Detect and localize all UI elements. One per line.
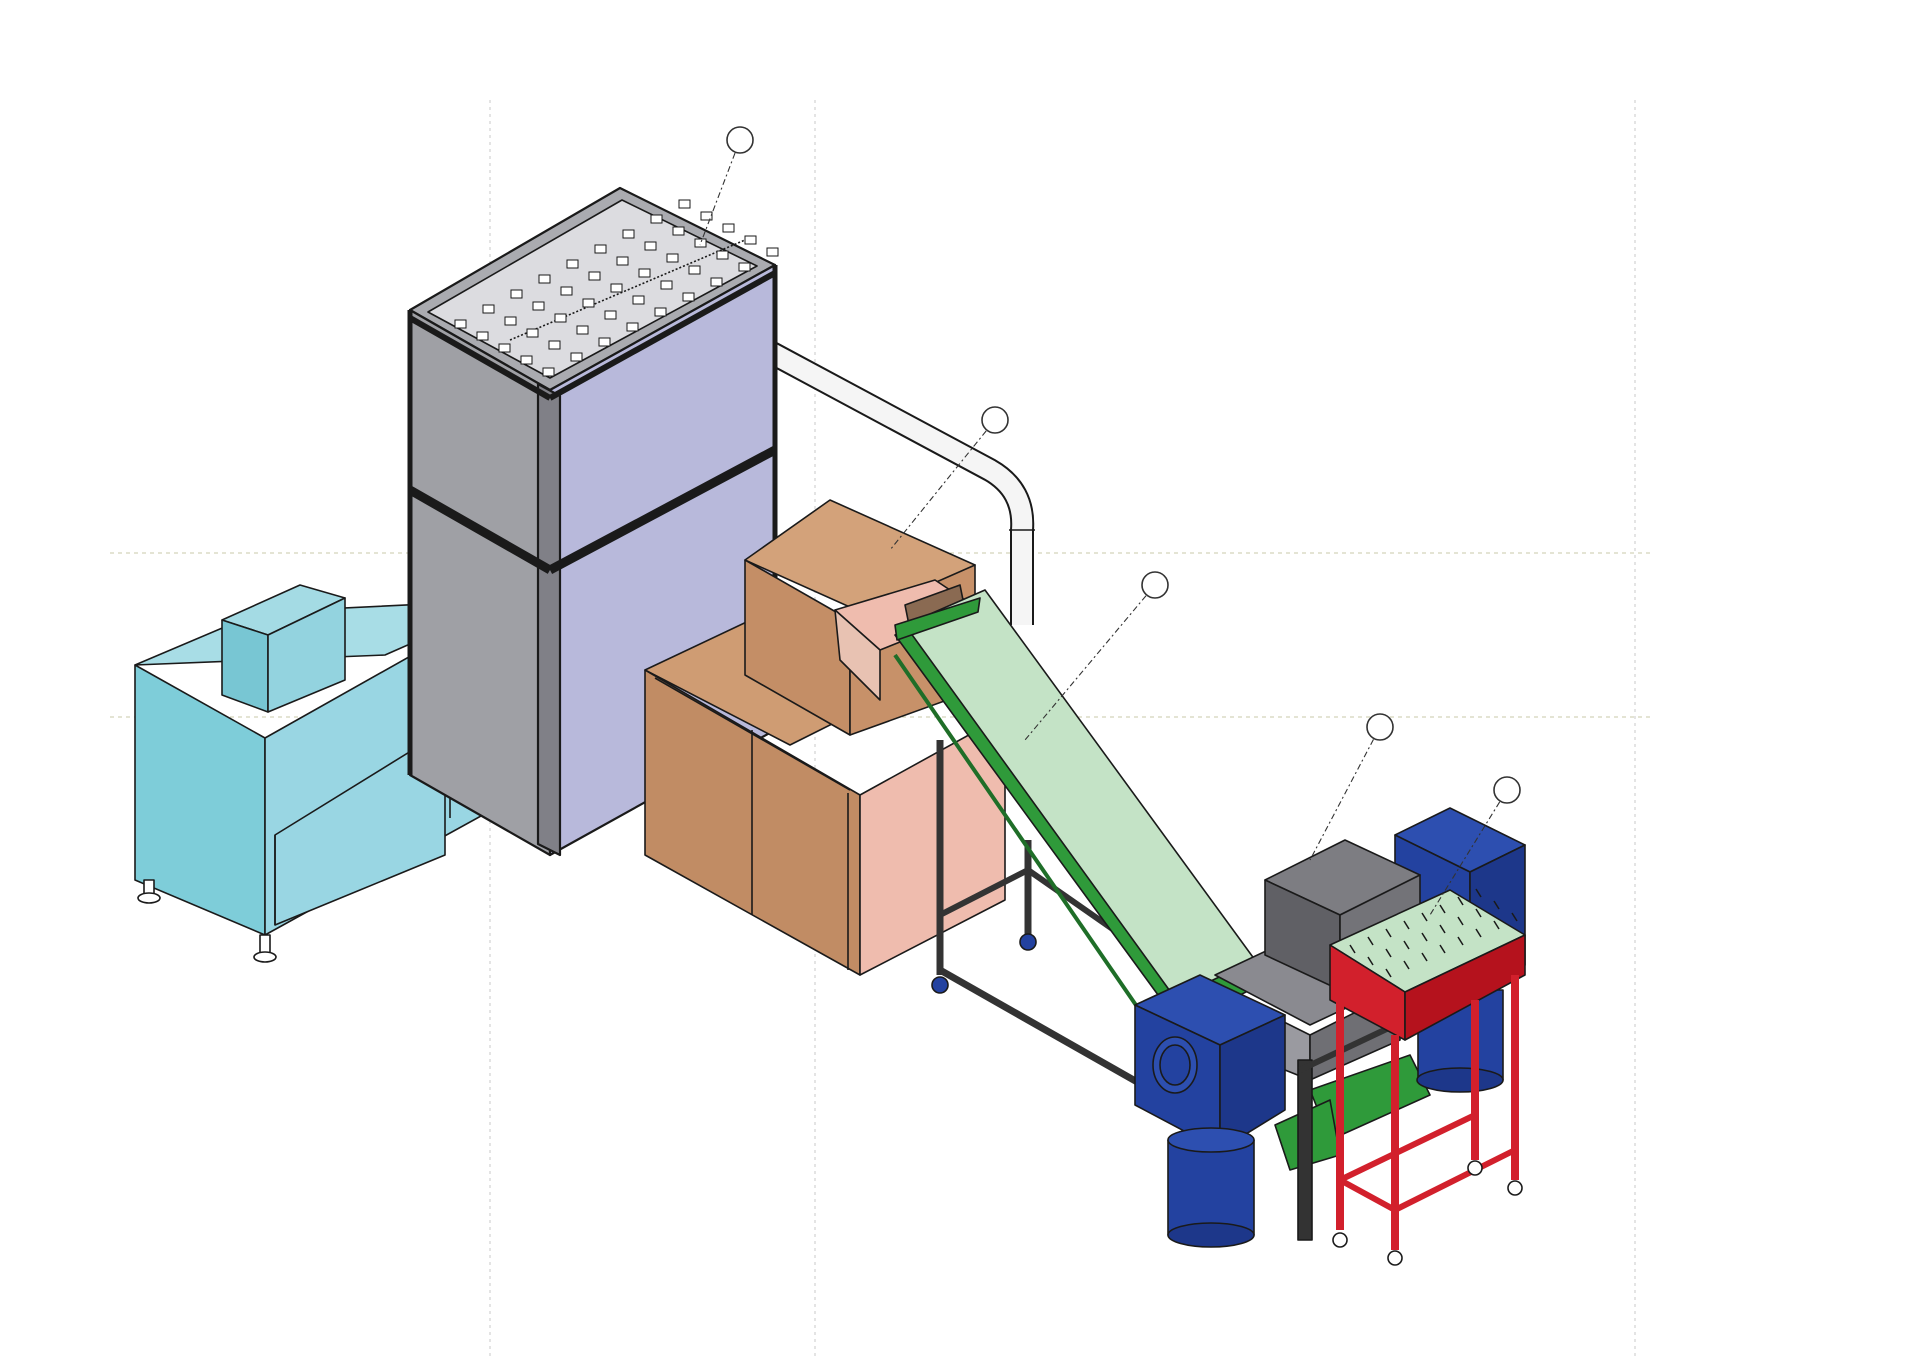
vent-hole [694, 238, 707, 248]
sorting-slot [1475, 888, 1482, 898]
sorting-slot [1367, 956, 1374, 966]
vent-hole [510, 289, 523, 299]
callout-shredder [981, 406, 1009, 434]
vent-hole [588, 271, 601, 281]
sorting-slot [1421, 912, 1428, 922]
sorting-slots [1349, 888, 1518, 978]
vent-hole [576, 325, 589, 335]
sorting-slot [1403, 920, 1410, 930]
sorting-slot [1439, 904, 1446, 914]
vent-hole [766, 247, 779, 257]
sorting-table [1329, 888, 1526, 1266]
sorting-slot [1403, 960, 1410, 970]
sorting-slot [1439, 944, 1446, 954]
sorting-slot [1367, 936, 1374, 946]
vent-hole [622, 229, 635, 239]
vent-hole [548, 340, 561, 350]
sorting-slot [1457, 916, 1464, 926]
sorting-slot [1349, 944, 1356, 954]
vent-hole [554, 313, 567, 323]
filter-vent-holes [454, 199, 779, 377]
sorting-slot [1421, 952, 1428, 962]
sorting-slot [1403, 940, 1410, 950]
vent-hole [710, 277, 723, 287]
sorting-slot [1385, 968, 1392, 978]
vent-hole [644, 241, 657, 251]
callout-granulator [1366, 713, 1394, 741]
vent-hole [638, 268, 651, 278]
vent-hole [542, 367, 555, 377]
vent-hole [526, 328, 539, 338]
granulator [1134, 807, 1526, 1248]
callout-sorting-table [1493, 776, 1521, 804]
vent-hole [722, 223, 735, 233]
vent-hole [598, 337, 611, 347]
sorting-slot [1457, 896, 1464, 906]
vent-hole [560, 286, 573, 296]
callout-filter-tower [726, 126, 754, 154]
vent-hole [678, 199, 691, 209]
vent-hole [744, 235, 757, 245]
vent-hole [632, 295, 645, 305]
callout-conveyor [1141, 571, 1169, 599]
vent-hole [498, 343, 511, 353]
vent-hole [482, 304, 495, 314]
vent-hole [682, 292, 695, 302]
vent-hole [538, 274, 551, 284]
callouts [699, 126, 1521, 916]
vent-hole [660, 280, 673, 290]
vent-hole [650, 214, 663, 224]
vent-hole [738, 262, 751, 272]
vent-hole [626, 322, 639, 332]
vent-hole [532, 301, 545, 311]
vent-hole [504, 316, 517, 326]
sorting-slot [1475, 908, 1482, 918]
vent-hole [688, 265, 701, 275]
sorting-slot [1385, 948, 1392, 958]
vent-hole [604, 310, 617, 320]
vent-hole [716, 250, 729, 260]
vent-hole [666, 253, 679, 263]
sorting-slot [1493, 920, 1500, 930]
vent-hole [616, 256, 629, 266]
sorting-slot [1439, 924, 1446, 934]
vent-hole [454, 319, 467, 329]
sorting-slot [1493, 900, 1500, 910]
sorting-slot [1385, 928, 1392, 938]
vent-hole [582, 298, 595, 308]
sorting-slot [1475, 928, 1482, 938]
sorting-slot [1457, 936, 1464, 946]
vent-hole [654, 307, 667, 317]
sorting-slot [1511, 912, 1518, 922]
vent-hole [520, 355, 533, 365]
vent-hole [594, 244, 607, 254]
vent-hole [700, 211, 713, 221]
duct-pipe [764, 341, 1035, 625]
vent-hole [566, 259, 579, 269]
vent-hole [610, 283, 623, 293]
sorting-slot [1421, 932, 1428, 942]
vent-hole [672, 226, 685, 236]
vent-hole [570, 352, 583, 362]
vent-hole [476, 331, 489, 341]
